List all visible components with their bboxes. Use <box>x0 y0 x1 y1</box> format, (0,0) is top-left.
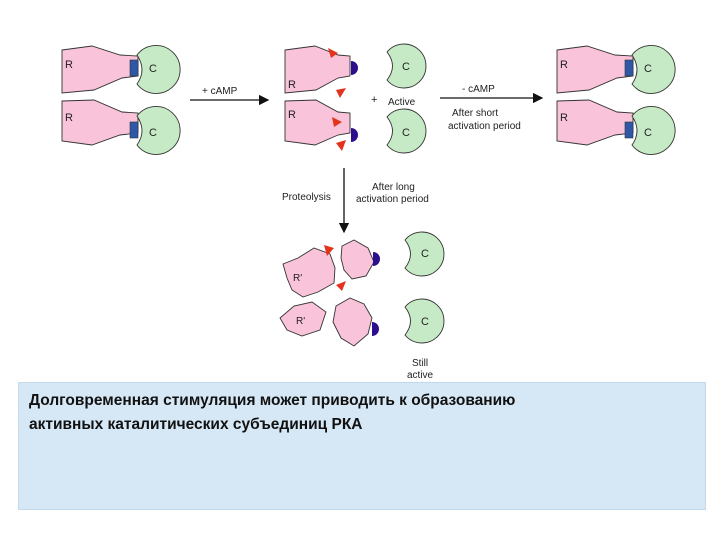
after-short-label: activation period <box>448 121 521 132</box>
catalytic-label: C <box>149 63 157 75</box>
pseudosubstrate-block-bottom <box>129 121 139 139</box>
pseudosubstrate-block-top <box>624 59 634 77</box>
regulatory-fragment <box>279 301 327 337</box>
caption-line: Долговременная стимуляция может приводит… <box>29 392 516 409</box>
catalytic-subunit-top-free <box>386 43 427 89</box>
after-long-label: activation period <box>356 194 429 205</box>
cleavage-site-marker <box>336 140 346 151</box>
regulatory-label: R <box>65 112 73 124</box>
proteolysed-fragments: R' R' C C Still active <box>279 231 445 381</box>
cleavage-site-marker <box>328 48 338 58</box>
caption-box: Долговременная стимуляция может приводит… <box>18 382 706 510</box>
regulatory-subunit-top <box>284 45 351 94</box>
catalytic-label: C <box>644 63 652 75</box>
fragment-label: R' <box>296 316 305 327</box>
holoenzyme-inactive-left: R R C C <box>61 45 181 155</box>
regulatory-label: R <box>288 109 296 121</box>
regulatory-subunit-top <box>556 45 634 94</box>
regulatory-subunit-bottom <box>61 99 139 146</box>
regulatory-subunit-bottom <box>556 99 634 146</box>
catalytic-label: C <box>149 127 157 139</box>
catalytic-label: C <box>421 316 429 328</box>
still-active-label: active <box>407 370 434 381</box>
cleavage-site-marker <box>332 117 342 127</box>
regulatory-subunit-top <box>61 45 139 94</box>
still-active-label: Still <box>412 358 428 369</box>
regulatory-label: R <box>288 79 296 91</box>
catalytic-subunit-still-active <box>404 231 445 277</box>
holoenzyme-reassociated-right: R R C C <box>556 45 676 155</box>
regulatory-label: R <box>560 59 568 71</box>
regulatory-fragment <box>340 239 375 280</box>
regulatory-fragment <box>282 247 336 298</box>
catalytic-subunit-bottom <box>631 106 676 155</box>
regulatory-label: R <box>560 112 568 124</box>
catalytic-subunit-still-active <box>404 298 445 344</box>
fragment-label: R' <box>293 273 302 284</box>
catalytic-label: C <box>644 127 652 139</box>
catalytic-label: C <box>421 248 429 260</box>
cleavage-site-marker <box>336 281 346 291</box>
cleavage-site-marker <box>336 88 346 98</box>
plus-camp-label: + cAMP <box>202 86 238 97</box>
active-label: Active <box>388 97 416 108</box>
camp-molecule <box>373 252 380 266</box>
after-long-label: After long <box>372 182 415 193</box>
proteolysis-label: Proteolysis <box>282 192 331 203</box>
pseudosubstrate-block-bottom <box>624 121 634 139</box>
camp-molecule-bottom <box>351 128 358 142</box>
regulatory-subunit-bottom <box>284 99 351 146</box>
pseudosubstrate-block-top <box>129 59 139 77</box>
cleavage-site-marker <box>324 245 334 256</box>
catalytic-subunit-top <box>631 45 676 94</box>
caption-line: активных каталитических субъединиц РКА <box>29 416 363 433</box>
camp-molecule <box>372 322 379 336</box>
regulatory-label: R <box>65 59 73 71</box>
catalytic-label: C <box>402 61 410 73</box>
catalytic-subunit-bottom <box>136 106 181 155</box>
catalytic-subunit-top <box>136 45 181 94</box>
catalytic-label: C <box>402 127 410 139</box>
minus-camp-label: - cAMP <box>462 84 495 95</box>
dissociated-complex: R R C C + Active <box>284 43 427 154</box>
plus-sign: + <box>371 94 377 106</box>
catalytic-subunit-bottom-free <box>386 108 427 154</box>
after-short-label: After short <box>452 108 498 119</box>
regulatory-fragment <box>332 297 373 347</box>
camp-molecule-top <box>351 61 358 75</box>
